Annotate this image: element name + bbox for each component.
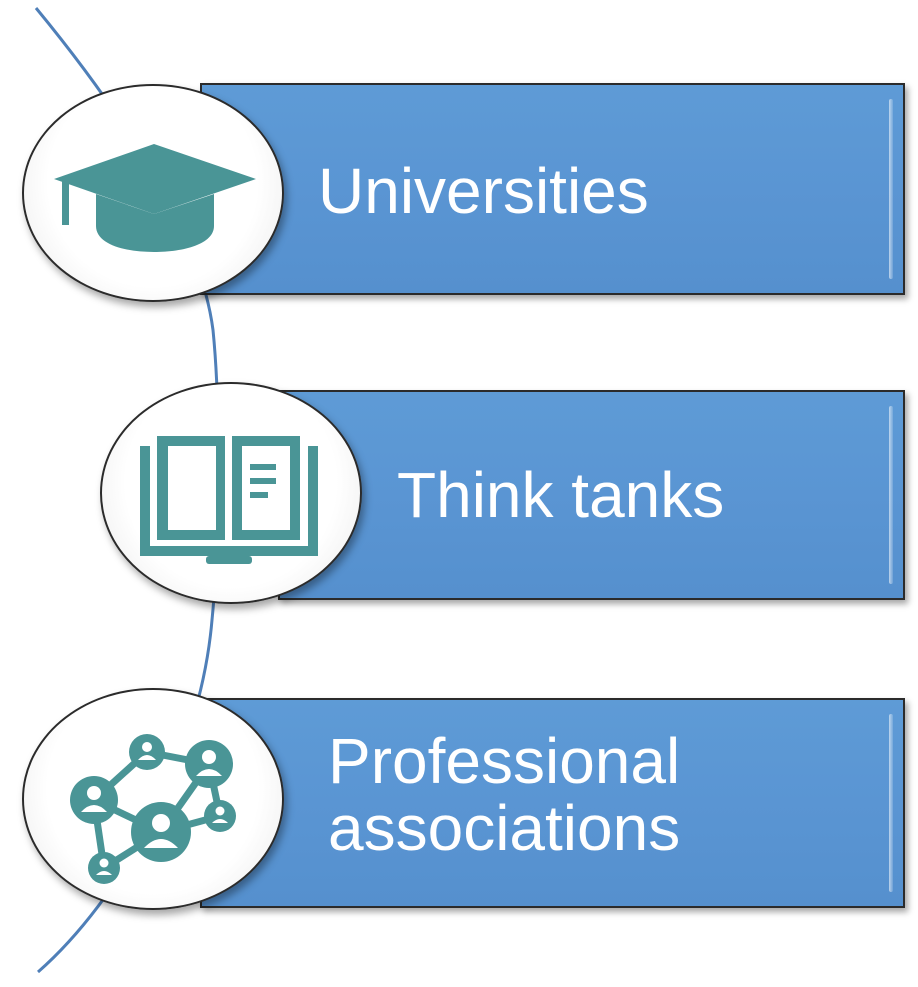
icon-circle — [22, 688, 284, 910]
item-label: Think tanks — [397, 459, 725, 531]
icon-circle — [100, 382, 362, 604]
item-label-line-1: Professional — [328, 725, 681, 797]
graduation-cap-icon — [54, 144, 256, 252]
label-box — [200, 698, 905, 908]
people-network-icon — [70, 734, 236, 884]
item-label: Professional associations — [328, 725, 681, 865]
label-box — [278, 390, 905, 600]
item-label: Universities — [318, 155, 649, 227]
open-book-icon — [140, 436, 318, 564]
icon-circle — [22, 84, 284, 302]
item-label-line-2: associations — [328, 792, 681, 865]
